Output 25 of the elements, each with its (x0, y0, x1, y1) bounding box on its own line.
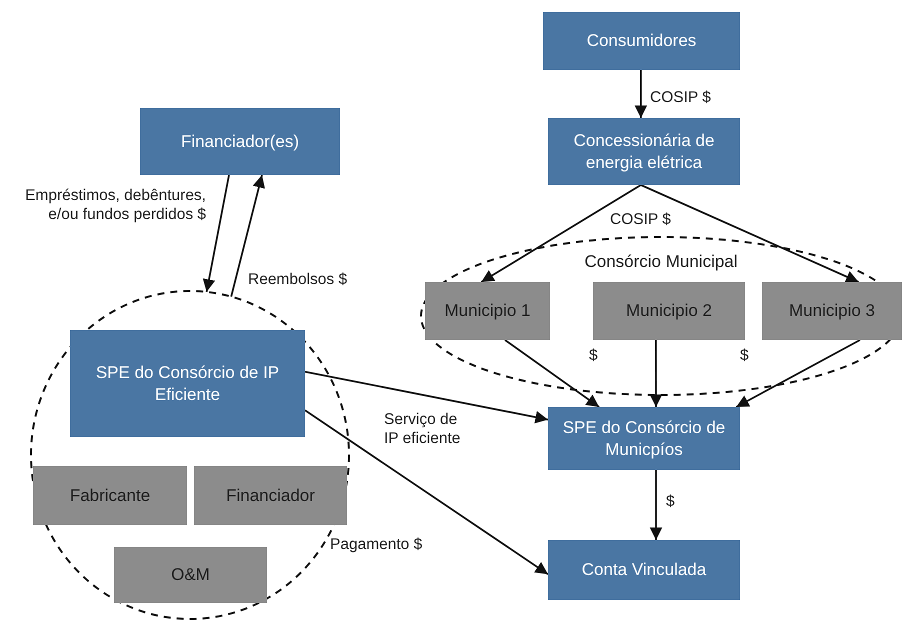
member-box: Municipio 2 (593, 282, 745, 340)
process-box: SPE do Consórcio de IP Eficiente (70, 330, 305, 437)
arrow (650, 340, 662, 407)
member-box: Financiador (194, 466, 347, 525)
member-box: Municipio 1 (425, 282, 550, 340)
dashed-ellipse (420, 236, 902, 396)
member-box: Municipio 3 (762, 282, 902, 340)
edge-label: Pagamento $ (330, 535, 422, 554)
process-box: Concessionária de energia elétrica (548, 118, 740, 185)
arrow (640, 184, 859, 283)
arrow (202, 174, 230, 292)
process-box: Financiador(es) (140, 108, 340, 175)
process-box: Consumidores (543, 12, 740, 70)
member-box: Fabricante (33, 466, 187, 525)
arrow (736, 339, 860, 408)
process-box: Conta Vinculada (548, 540, 740, 600)
arrow (650, 470, 662, 540)
member-box: O&M (114, 547, 267, 603)
arrow (304, 410, 548, 575)
process-box: SPE do Consórcio de Municpíos (548, 407, 740, 470)
arrow (634, 70, 648, 118)
arrow (230, 174, 266, 297)
arrow (304, 370, 548, 424)
arrow (504, 339, 600, 408)
arrow (480, 184, 642, 283)
